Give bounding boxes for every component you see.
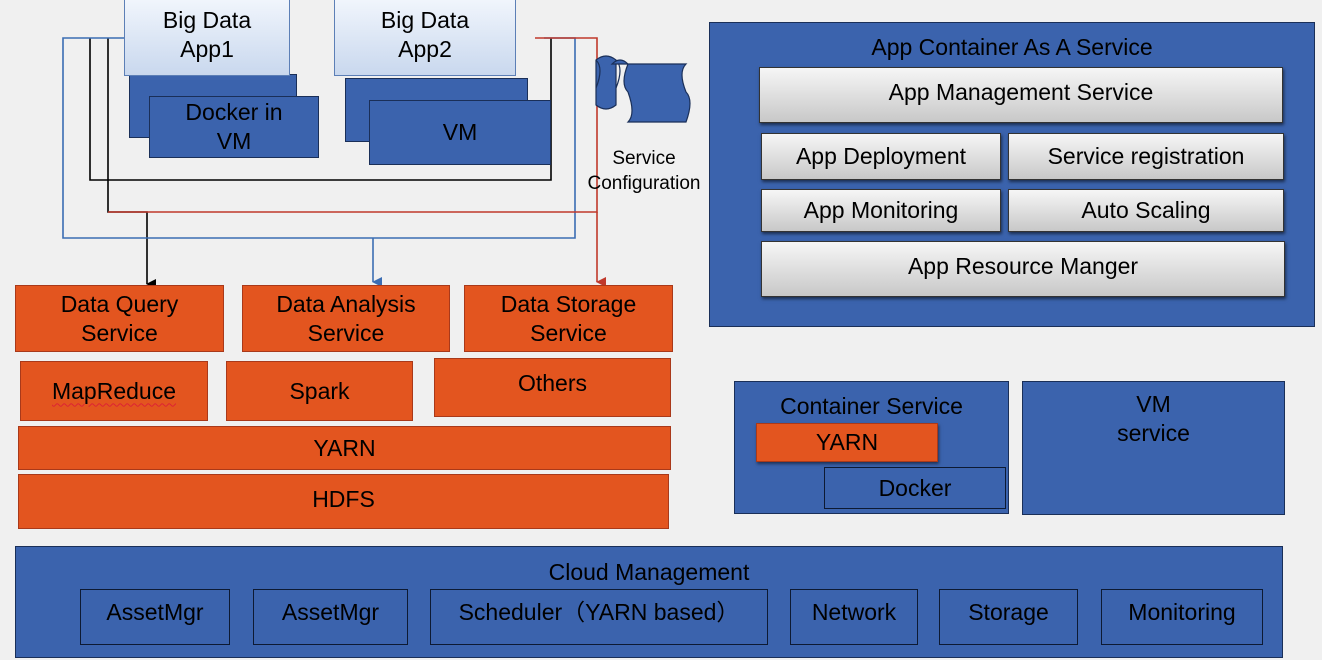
mapreduce-box: MapReduce bbox=[20, 361, 208, 421]
data-analysis-service-box: Data Analysis Service bbox=[242, 285, 450, 352]
app-resource-manager-box: App Resource Manger bbox=[761, 241, 1285, 297]
container-service-title: Container Service bbox=[780, 393, 963, 419]
big-data-app2-box: Big Data App2 bbox=[334, 0, 516, 76]
data-storage-service-box: Data Storage Service bbox=[464, 285, 673, 352]
mapreduce-label: MapReduce bbox=[51, 377, 177, 404]
cloud-management-title: Cloud Management bbox=[548, 559, 750, 585]
docker-in-vm-box: Docker in VM bbox=[149, 96, 319, 158]
cloud-item-storage: Storage bbox=[939, 589, 1078, 645]
container-yarn-box: YARN bbox=[756, 423, 938, 462]
app-container-panel: App Container As A Service App Managemen… bbox=[709, 22, 1315, 327]
app-deployment-box: App Deployment bbox=[761, 133, 1001, 180]
auto-scaling-box: Auto Scaling bbox=[1008, 189, 1284, 232]
service-registration-box: Service registration bbox=[1008, 133, 1284, 180]
cloud-item-scheduler: Scheduler（YARN based） bbox=[430, 589, 768, 645]
container-service-panel: Container Service YARN Docker bbox=[734, 381, 1009, 514]
others-box: Others bbox=[434, 358, 671, 417]
spark-box: Spark bbox=[226, 361, 413, 421]
vm-service-panel: VM service bbox=[1022, 381, 1285, 515]
app-container-title: App Container As A Service bbox=[871, 34, 1153, 60]
service-configuration-label: Service Configuration bbox=[587, 148, 701, 194]
cloud-item-network: Network bbox=[790, 589, 918, 645]
query-connector-line bbox=[89, 38, 552, 181]
config-scroll-icon bbox=[595, 55, 691, 123]
hdfs-layer-box: HDFS bbox=[18, 474, 669, 529]
storage-connector-line bbox=[108, 37, 598, 213]
cloud-item-assetmgr-1: AssetMgr bbox=[80, 589, 230, 645]
app-management-service-box: App Management Service bbox=[759, 67, 1283, 123]
cloud-item-monitoring: Monitoring bbox=[1101, 589, 1263, 645]
cloud-item-assetmgr-2: AssetMgr bbox=[253, 589, 408, 645]
vm-box: VM bbox=[369, 100, 551, 165]
data-query-service-box: Data Query Service bbox=[15, 285, 224, 352]
big-data-app1-box: Big Data App1 bbox=[124, 0, 290, 76]
cloud-management-panel: Cloud Management AssetMgr AssetMgr Sched… bbox=[15, 546, 1283, 658]
yarn-layer-box: YARN bbox=[18, 426, 671, 470]
app-monitoring-box: App Monitoring bbox=[761, 189, 1001, 232]
docker-box: Docker bbox=[824, 467, 1006, 509]
